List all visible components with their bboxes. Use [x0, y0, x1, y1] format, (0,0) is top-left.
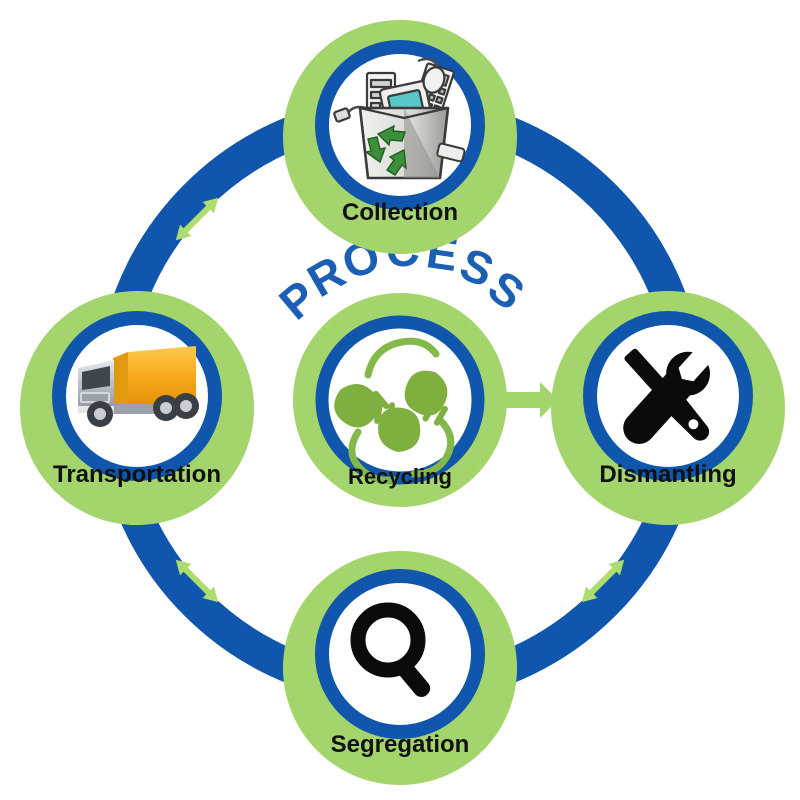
- collection-label: Collection: [342, 199, 458, 226]
- magnifier-icon: [350, 602, 431, 697]
- transportation-label: Transportation: [53, 461, 221, 488]
- recycling-label: Recycling: [348, 464, 452, 489]
- arrow-to-center: [506, 382, 558, 418]
- segregation-inner-disc: [315, 569, 485, 739]
- arrow-bottom-right: [581, 559, 625, 603]
- segregation-label: Segregation: [331, 731, 470, 758]
- truck-icon: [78, 346, 199, 427]
- dismantling-label: Dismantling: [599, 461, 736, 488]
- arrow-bottom-left: [175, 559, 219, 603]
- node-collection[interactable]: Collection: [283, 20, 517, 254]
- recycling-plugs-icon: [348, 337, 455, 484]
- wrench-screwdriver-icon: [623, 348, 711, 444]
- arrow-top-left: [175, 197, 219, 241]
- recycling-plug-heads: [334, 370, 448, 452]
- node-segregation[interactable]: Segregation: [283, 551, 517, 785]
- ewaste-bin-icon: [333, 57, 466, 180]
- node-transportation[interactable]: Transportation: [20, 291, 254, 525]
- node-dismantling[interactable]: Dismantling: [551, 291, 785, 525]
- node-recycling[interactable]: Recycling: [293, 293, 507, 507]
- recycling-inner-disc: [315, 315, 485, 485]
